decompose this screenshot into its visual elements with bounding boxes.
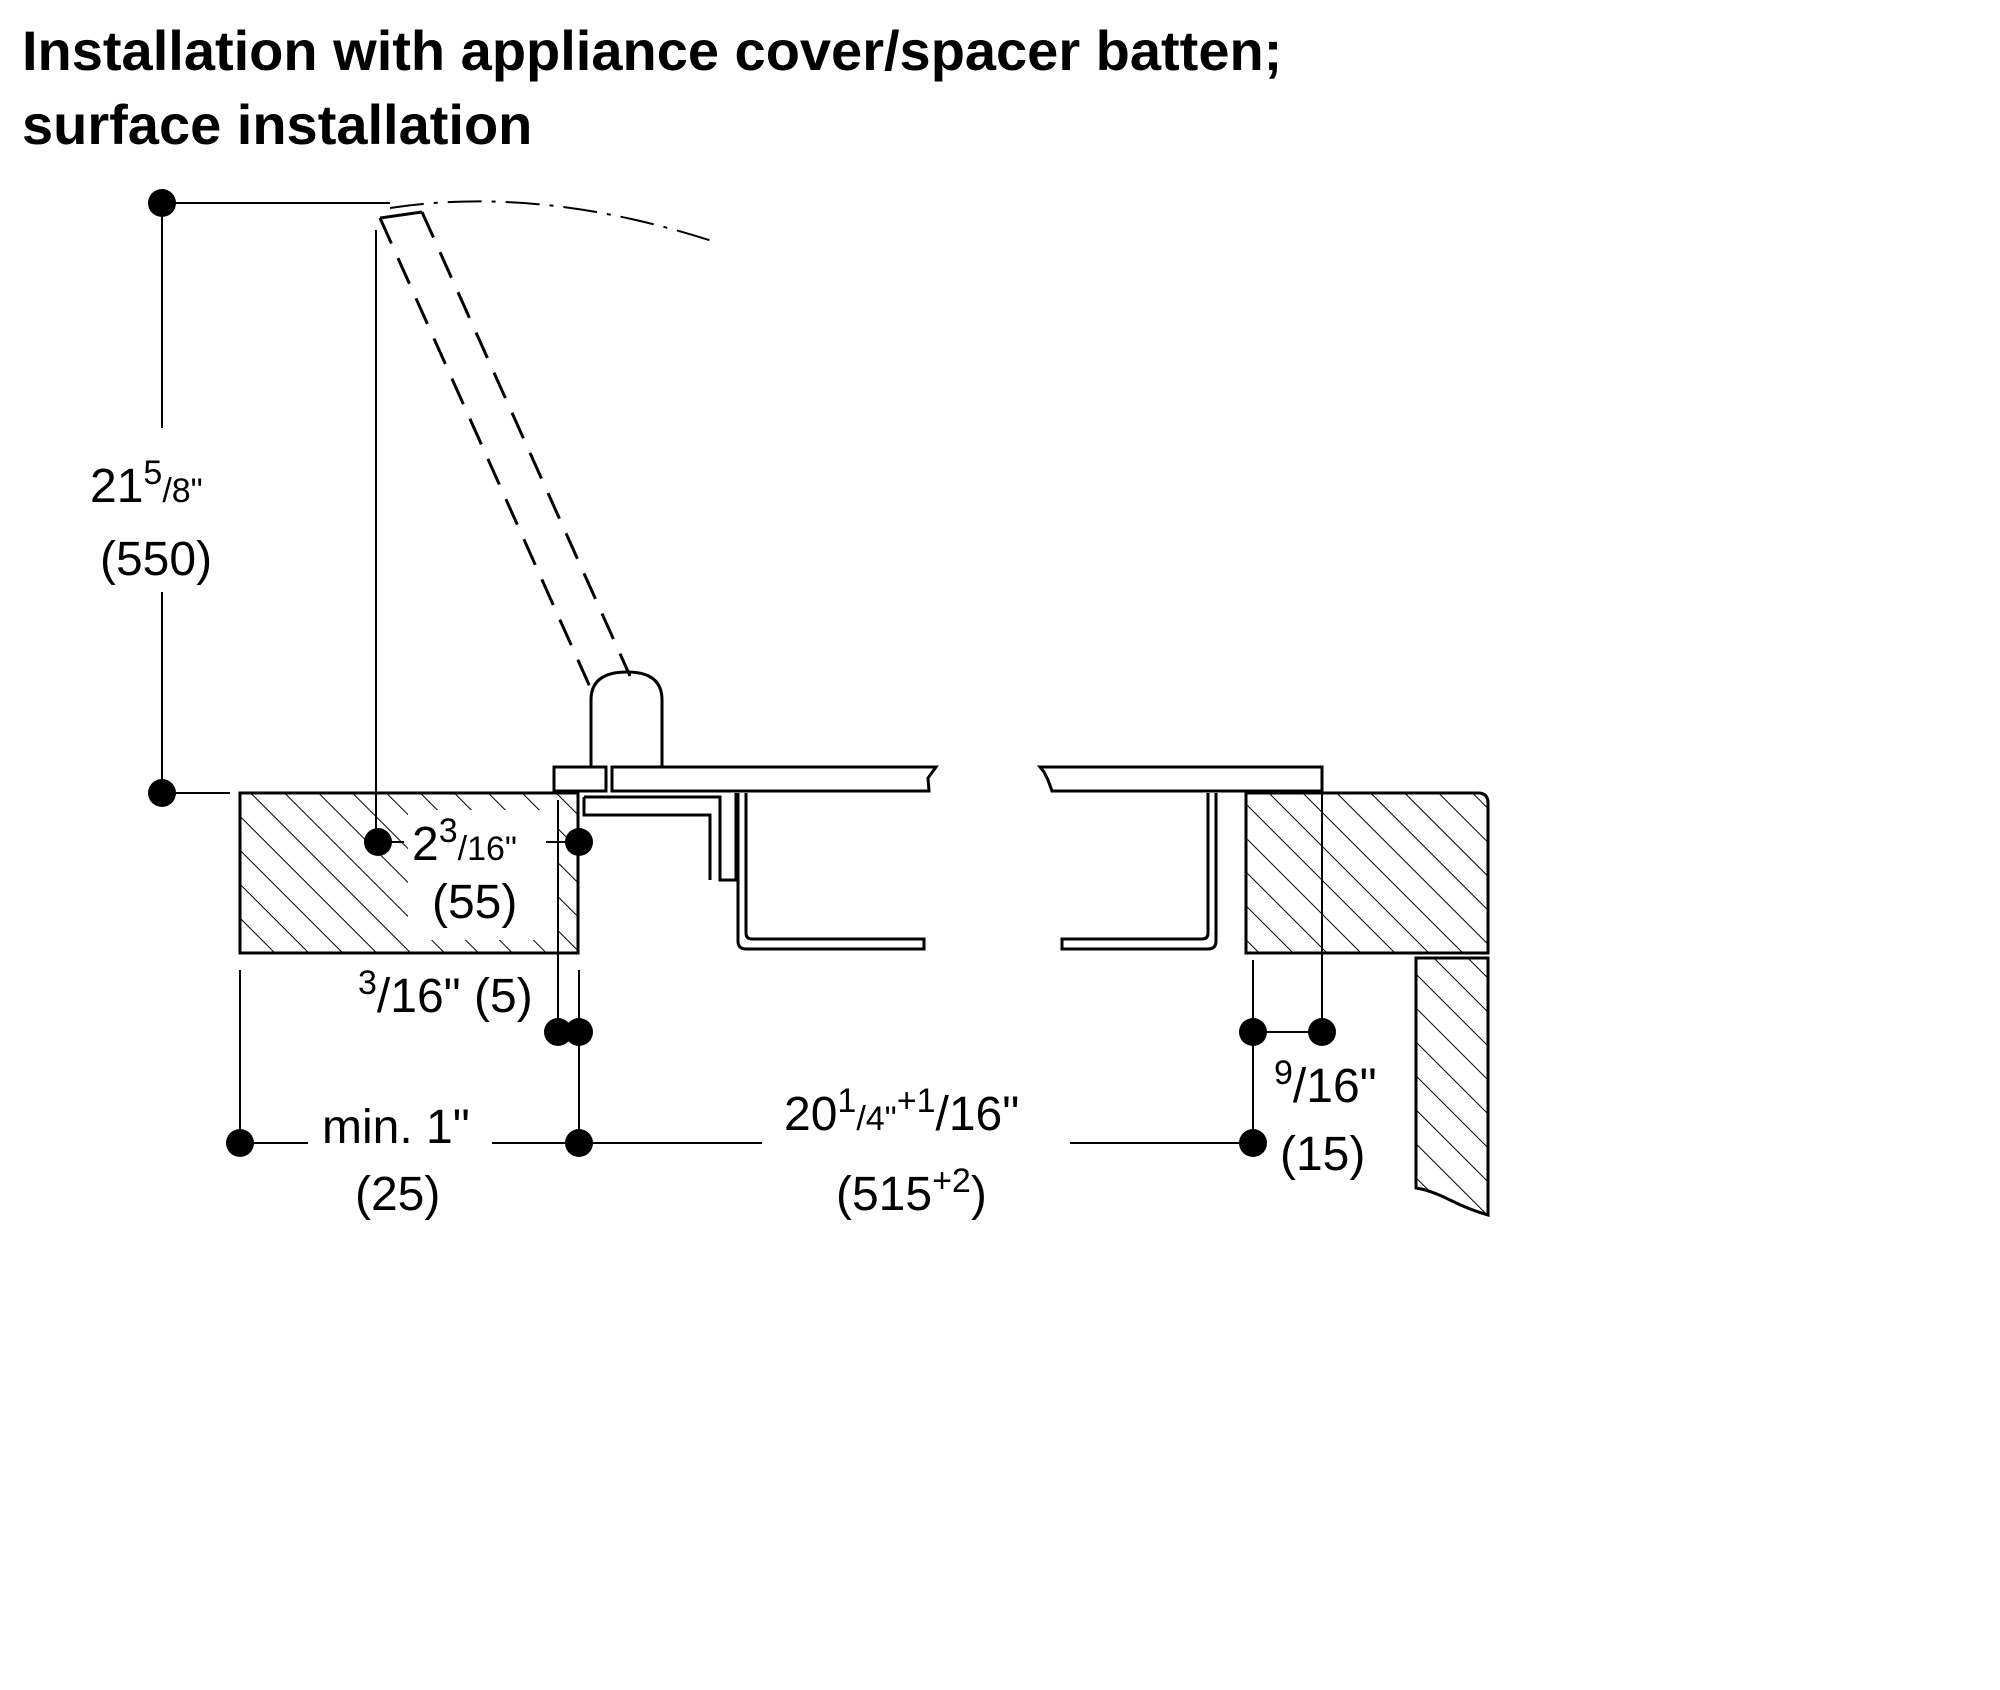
hinge-housing [589,670,664,767]
title-line-1: Installation with appliance cover/spacer… [22,19,1283,82]
height-inch-label: 215/8" [90,454,203,513]
open-cover-inner-edge [420,211,632,677]
cutout-right-point [1239,1129,1267,1157]
side-left-point [1239,1018,1267,1046]
height-bottom-point [148,779,176,807]
cooktop-glass-left [610,765,939,793]
gap-left-point [544,1018,572,1046]
pivot-mm-label: (55) [432,876,517,929]
support-bracket-left [582,793,738,882]
min-mm-label: (25) [355,1168,440,1221]
worktop-right [1244,791,1490,955]
min-left-point [226,1129,254,1157]
appliance-housing-right [1060,793,1218,951]
side-inch-label: 9/16" [1274,1054,1377,1113]
open-cover-outer-edge [378,217,592,688]
cabinet-side-panel [1414,956,1490,1217]
height-top-point [148,189,176,217]
appliance-housing-left [736,793,926,951]
title-line-2: surface installation [22,93,533,156]
side-mm-label: (15) [1280,1128,1365,1181]
pivot-right-point [565,828,593,856]
gap-label: 3/16" (5) [358,964,533,1023]
cover-swing-arc [389,200,716,243]
side-right-point [1308,1018,1336,1046]
diagram-title: Installation with appliance cover/spacer… [22,14,1282,162]
height-mm-label: (550) [100,533,212,586]
pivot-left-point [364,828,392,856]
min-inch-label: min. 1" [322,1101,470,1154]
spacer-batten [552,765,608,793]
pivot-label-background [408,810,558,940]
open-cover-top-edge [379,210,423,220]
cutout-mm-label: (515+2) [836,1162,987,1221]
cooktop-glass-right [1036,765,1324,793]
pivot-inch-label: 23/16" [412,812,517,871]
cutout-inch-label: 201/4"+1/16" [784,1082,1019,1141]
